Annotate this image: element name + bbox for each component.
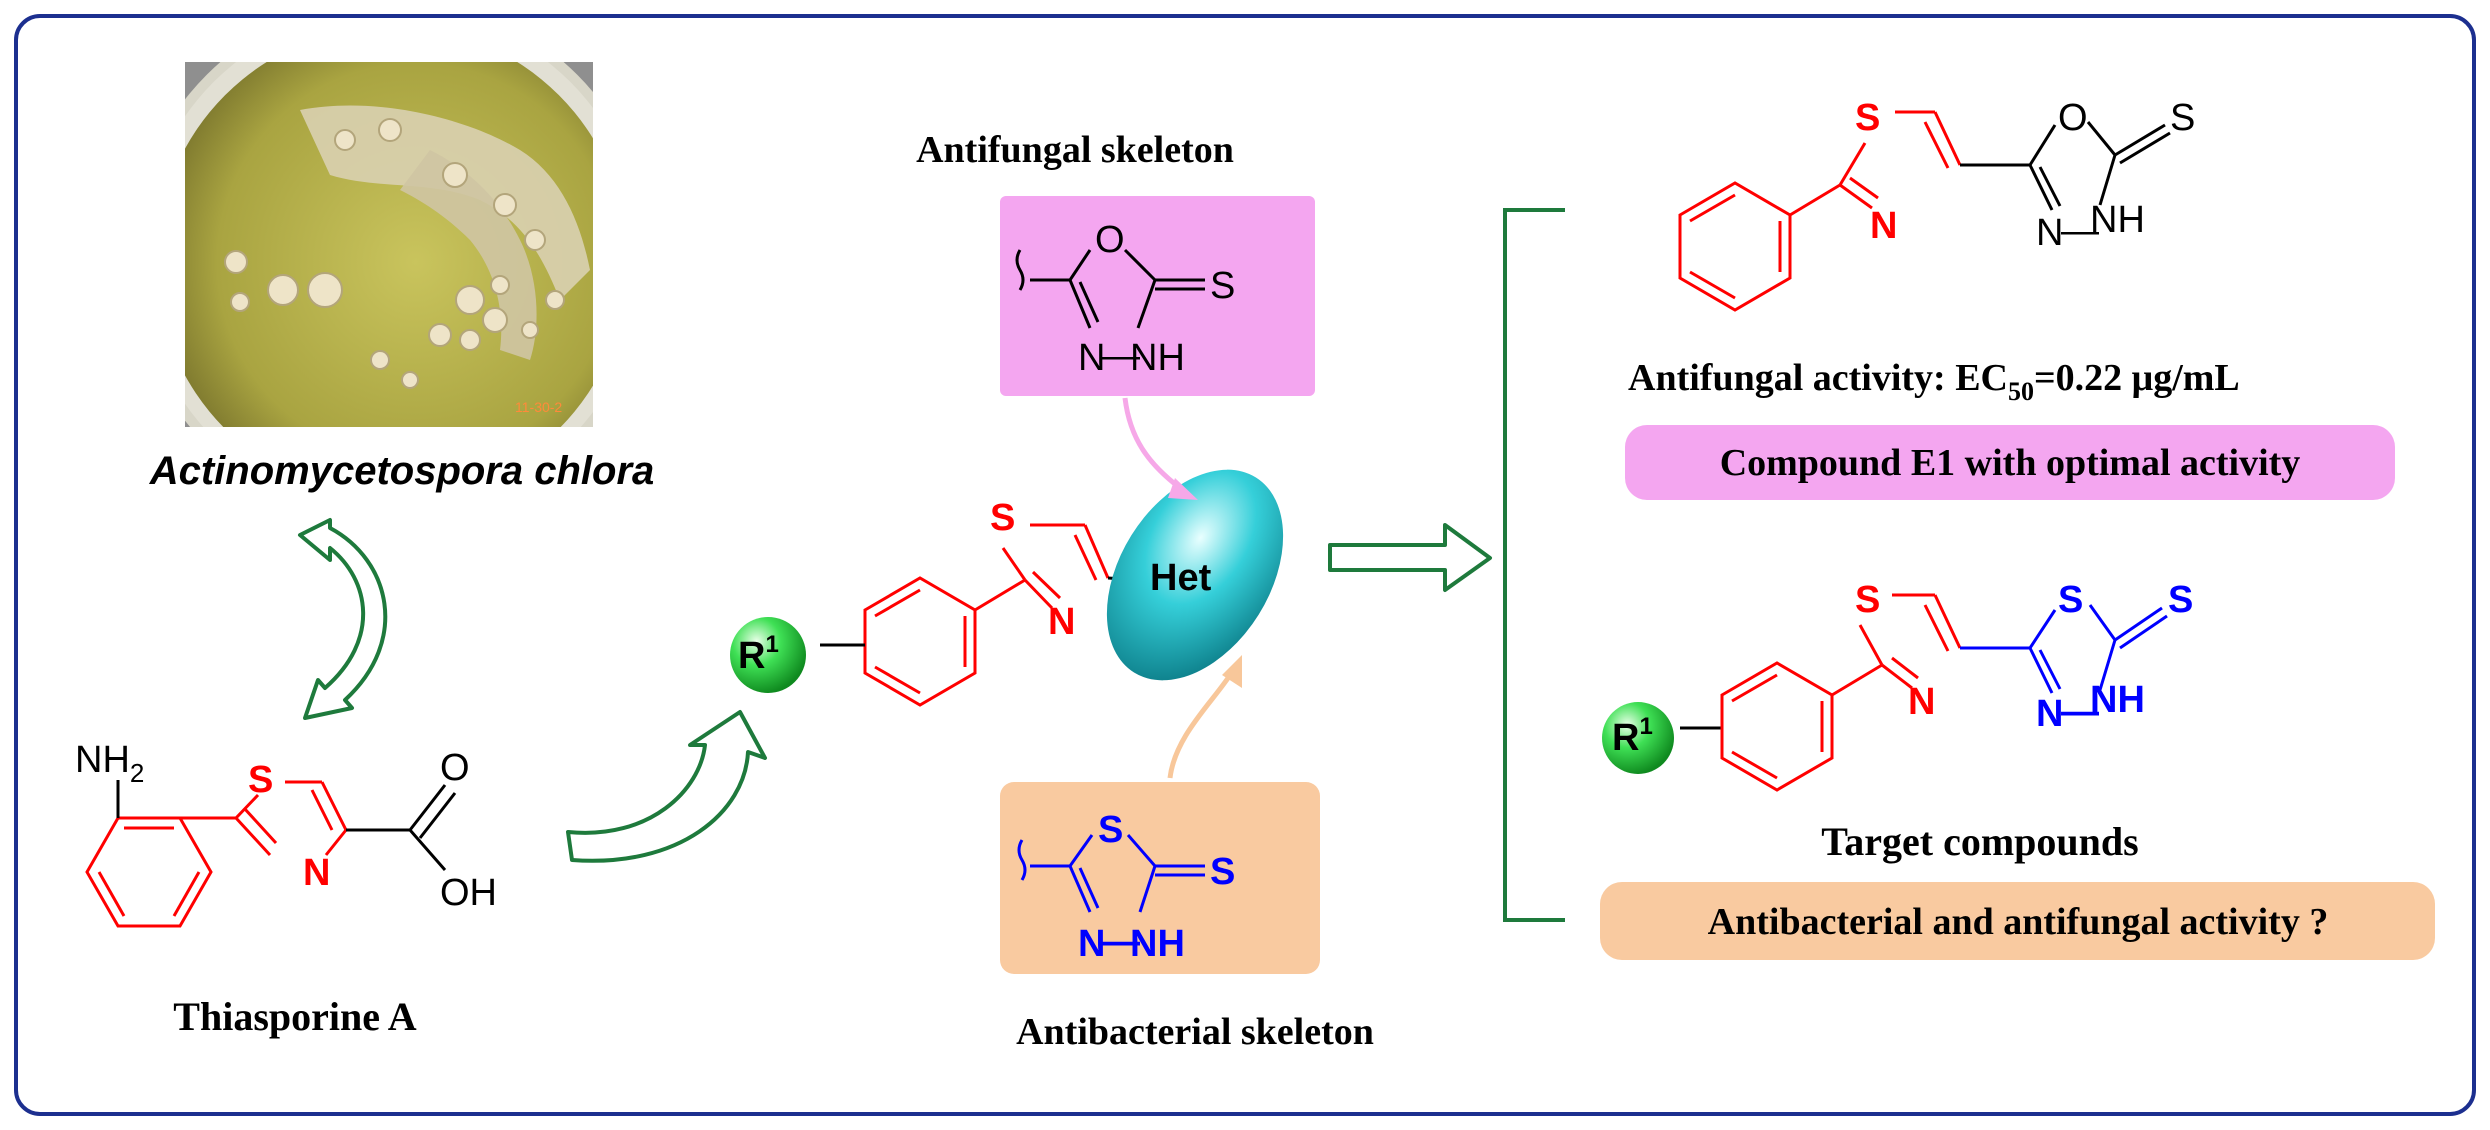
target-s2: S bbox=[2058, 579, 2083, 621]
antifungal-skeleton-title: Antifungal skeleton bbox=[916, 129, 1234, 171]
pink-arrow bbox=[1122, 397, 1182, 490]
abs-n: N bbox=[1078, 923, 1105, 965]
abs-bond: — bbox=[1102, 921, 1140, 963]
target-s: S bbox=[1855, 579, 1880, 621]
results-bracket bbox=[1503, 208, 1565, 922]
biosynthesis-arrow bbox=[298, 518, 388, 720]
antibacterial-skeleton-box bbox=[1000, 782, 1320, 974]
afs-nh: NH bbox=[1130, 337, 1185, 379]
core-r1-label: R1 bbox=[738, 631, 779, 677]
antifungal-skeleton-structure bbox=[1015, 248, 1205, 329]
carbonyl-o: O bbox=[440, 747, 470, 789]
compound-e1-structure: S N O S N — NH bbox=[1678, 97, 2195, 312]
antibacterial-skeleton-title: Antibacterial skeleton bbox=[1016, 1011, 1374, 1053]
thiasporine-n: N bbox=[303, 852, 330, 894]
organism-name: Actinomycetospora chlora bbox=[149, 449, 655, 493]
target-question: Antibacterial and antifungal activity ? bbox=[1708, 901, 2329, 943]
target-s3: S bbox=[2168, 579, 2193, 621]
e1-n2: N bbox=[2036, 212, 2063, 254]
hydroxyl-oh: OH bbox=[440, 872, 497, 914]
abs-s2: S bbox=[1210, 851, 1235, 893]
target-r1-label: R1 bbox=[1612, 713, 1653, 759]
e1-activity-label: Antifungal activity: EC50=0.22 μg/mL bbox=[1628, 357, 2240, 406]
petri-dish-photo: 11-30-2 bbox=[185, 62, 593, 427]
target-compounds-label: Target compounds bbox=[1821, 819, 2138, 864]
target-r1-ball bbox=[1602, 702, 1674, 774]
e1-s: S bbox=[1855, 97, 1880, 139]
e1-o: O bbox=[2058, 97, 2088, 139]
target-n: N bbox=[1908, 681, 1935, 723]
thiasporine-s: S bbox=[248, 759, 273, 801]
afs-bond: — bbox=[1102, 335, 1140, 377]
abs-s1: S bbox=[1098, 809, 1123, 851]
afs-o: O bbox=[1095, 219, 1125, 261]
target-structure: R1 S N S S N — bbox=[1602, 579, 2193, 792]
target-n2: N bbox=[2036, 693, 2063, 735]
antibacterial-skeleton-structure bbox=[1017, 834, 1205, 913]
forward-arrow bbox=[1328, 523, 1492, 592]
target-nh: NH bbox=[2090, 679, 2145, 721]
e1-label: Compound E1 with optimal activity bbox=[1720, 442, 2301, 484]
e1-bond: — bbox=[2061, 210, 2099, 252]
orange-arrow bbox=[1167, 670, 1235, 779]
thiasporine-name: Thiasporine A bbox=[173, 994, 417, 1039]
target-question-box bbox=[1600, 882, 2435, 960]
afs-n: N bbox=[1078, 337, 1105, 379]
thiasporine-structure: NH2 S N O OH bbox=[75, 739, 497, 928]
antifungal-skeleton-box bbox=[1000, 196, 1315, 396]
e1-s2: S bbox=[2170, 97, 2195, 139]
core-s: S bbox=[990, 497, 1015, 539]
core-n: N bbox=[1048, 601, 1075, 643]
e1-nh: NH bbox=[2090, 199, 2145, 241]
core-scaffold: R1 S N Het bbox=[730, 469, 1284, 707]
het-ellipse bbox=[1106, 469, 1284, 681]
afs-s: S bbox=[1210, 265, 1235, 307]
r1-ball bbox=[730, 617, 806, 693]
target-bond: — bbox=[2061, 691, 2099, 733]
e1-n: N bbox=[1870, 205, 1897, 247]
het-label: Het bbox=[1150, 557, 1212, 599]
e1-label-box bbox=[1625, 425, 2395, 500]
amine-label: NH2 bbox=[75, 739, 144, 788]
photo-date-stamp: 11-30-2 bbox=[515, 399, 562, 415]
abs-nh: NH bbox=[1130, 923, 1185, 965]
derivation-arrow bbox=[566, 710, 767, 863]
